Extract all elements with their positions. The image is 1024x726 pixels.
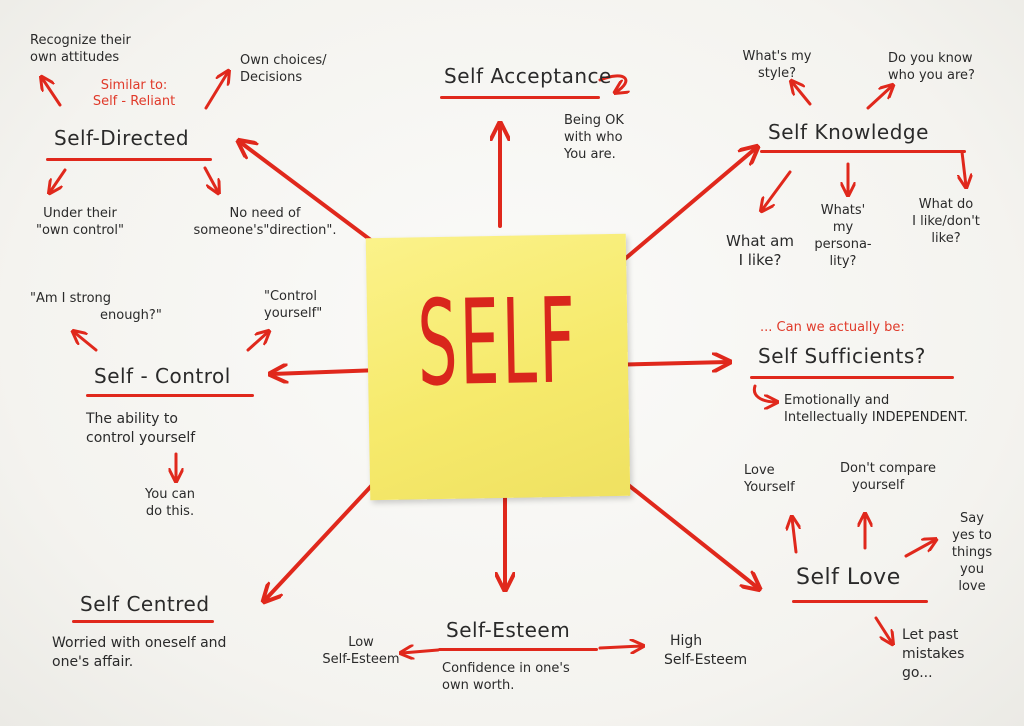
acceptance-note: Being OK with who You are. xyxy=(564,113,624,162)
center-title: SELF xyxy=(416,273,579,413)
control-question-note: "Control yourself" xyxy=(264,289,323,321)
self-esteem-title: Self-Esteem xyxy=(446,618,571,642)
high-esteem-note: High Self-Esteem xyxy=(664,633,748,668)
love-yourself-note: Love Yourself xyxy=(744,463,795,495)
self-directed-title: Self-Directed xyxy=(54,126,190,150)
self-love-underline xyxy=(792,600,928,603)
say-yes-note: Say yes to things you love xyxy=(951,511,993,594)
sufficient-question: ... Can we actually be: xyxy=(760,320,905,335)
past-note: Let past mistakes go... xyxy=(902,627,965,681)
know-note: Do you know who you are? xyxy=(888,51,975,83)
self-sufficient-title: Self Sufficients? xyxy=(758,344,926,368)
centred-note: Worried with oneself and one's affair. xyxy=(52,635,227,670)
personality-note: Whats' my persona- lity? xyxy=(814,203,872,269)
choices-note: Own choices/ Decisions xyxy=(240,53,327,85)
sufficient-note: Emotionally and Intellectually INDEPENDE… xyxy=(784,393,968,425)
no-need-note: No need of someone's"direction". xyxy=(193,206,337,238)
self-knowledge-underline xyxy=(760,150,966,153)
likes-note: What do I like/don't like? xyxy=(912,197,980,246)
self-sufficient-underline xyxy=(750,376,954,379)
self-centred-title: Self Centred xyxy=(80,592,210,616)
compare-note: Don't compare yourself xyxy=(840,461,937,493)
recognize-note: Recognize their own attitudes xyxy=(30,33,131,65)
self-directed-underline xyxy=(46,158,212,161)
similar-note: Similar to: Self - Reliant xyxy=(92,78,176,109)
self-centred-underline xyxy=(72,620,214,623)
self-acceptance-underline xyxy=(440,96,600,99)
like-me-note: What am I like? xyxy=(726,232,794,269)
low-esteem-note: Low Self-Esteem xyxy=(322,635,400,667)
control-note: Under their "own control" xyxy=(36,206,124,238)
self-acceptance-title: Self Acceptance xyxy=(444,64,612,88)
self-knowledge-title: Self Knowledge xyxy=(768,120,929,144)
self-control-title: Self - Control xyxy=(94,364,231,388)
sticky-note: SELF xyxy=(365,233,631,501)
self-esteem-underline xyxy=(438,648,598,651)
esteem-note: Confidence in one's own worth. xyxy=(442,661,570,693)
strong-note: "Am I strong enough?" xyxy=(30,291,162,323)
self-control-underline xyxy=(86,394,254,397)
can-note: You can do this. xyxy=(145,487,195,519)
self-love-title: Self Love xyxy=(796,565,901,590)
ability-note: The ability to control yourself xyxy=(86,411,196,446)
style-note: What's my style? xyxy=(742,49,812,81)
